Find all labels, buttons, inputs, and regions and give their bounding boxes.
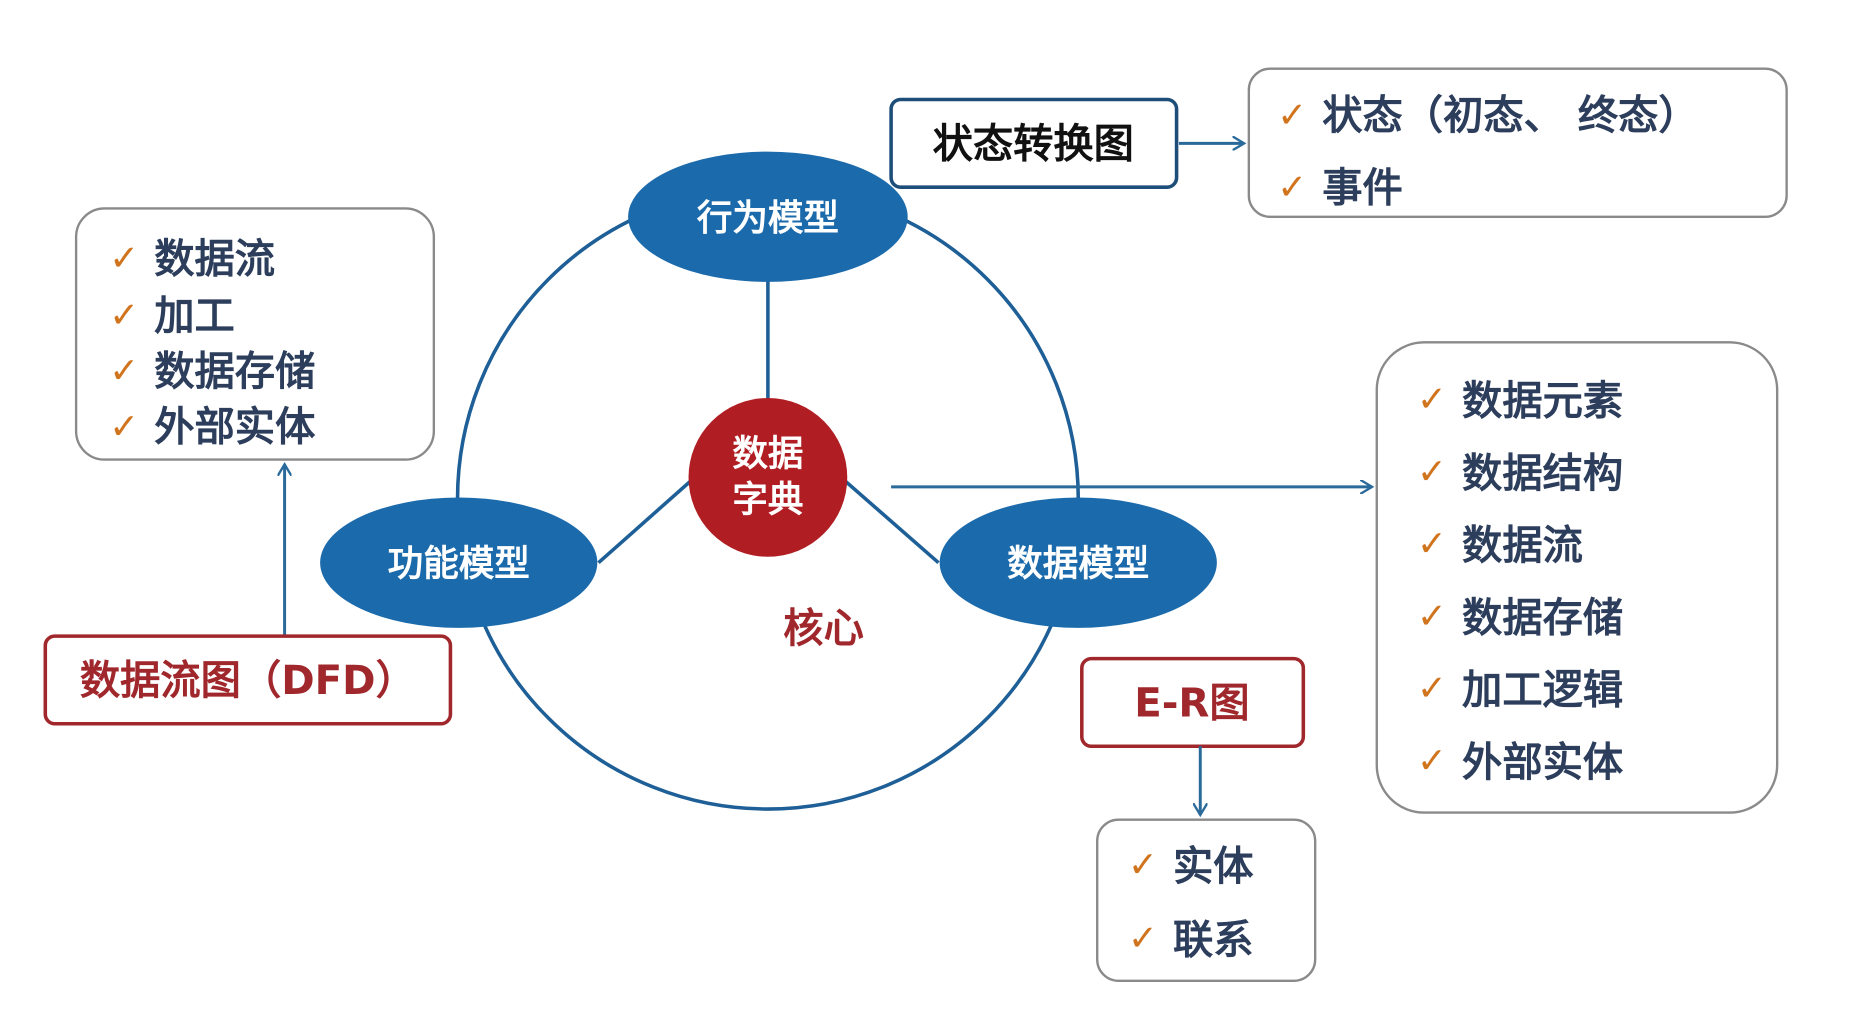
dictionary-item: 数据流 — [1462, 523, 1583, 569]
check-icon: ✓ — [1417, 668, 1447, 709]
er-items-box — [1096, 818, 1317, 983]
dfd-item: 外部实体 — [154, 405, 316, 451]
check-icon: ✓ — [1277, 167, 1307, 208]
check-icon: ✓ — [1417, 451, 1447, 492]
dictionary-items-list: ✓ 数据元素 ✓ 数据结构 ✓ 数据流 ✓ 数据存储 ✓ 加工逻辑 ✓ 外部实体 — [1417, 379, 1624, 786]
connector-data — [842, 478, 940, 565]
check-icon: ✓ — [109, 406, 139, 447]
er-title: E-R图 — [1134, 681, 1249, 727]
state-diagram-box[interactable] — [889, 97, 1179, 189]
dfd-items-box — [74, 207, 436, 461]
check-icon: ✓ — [1417, 740, 1447, 781]
check-icon: ✓ — [109, 238, 139, 279]
dfd-item: 数据流 — [154, 236, 275, 282]
dictionary-item: 数据结构 — [1462, 451, 1623, 497]
er-item: 实体 — [1173, 844, 1254, 890]
behavior-model-node[interactable]: 行为模型 — [628, 151, 908, 282]
check-icon: ✓ — [1417, 596, 1447, 637]
check-icon: ✓ — [1417, 379, 1447, 420]
er-box[interactable] — [1080, 656, 1306, 749]
function-model-node[interactable]: 功能模型 — [320, 497, 598, 628]
connector-function — [597, 478, 694, 565]
dfd-item: 数据存储 — [154, 349, 315, 395]
state-items-box — [1247, 67, 1788, 218]
dfd-title: 数据流图（DFD） — [80, 658, 416, 704]
check-icon: ✓ — [109, 295, 139, 336]
data-dictionary-label-1: 数据 — [732, 434, 803, 475]
check-icon: ✓ — [1277, 95, 1307, 136]
behavior-model-label: 行为模型 — [697, 198, 839, 239]
dfd-item: 加工 — [154, 293, 235, 339]
data-dictionary-label-2: 字典 — [732, 480, 803, 521]
check-icon: ✓ — [1417, 524, 1447, 565]
state-item: 事件 — [1322, 165, 1403, 211]
state-diagram-title: 状态转换图 — [933, 122, 1134, 168]
data-model-label: 数据模型 — [1007, 544, 1149, 585]
dictionary-item: 外部实体 — [1462, 740, 1624, 786]
dictionary-item: 数据元素 — [1462, 379, 1623, 425]
dictionary-item: 加工逻辑 — [1462, 668, 1623, 714]
data-model-node[interactable]: 数据模型 — [939, 497, 1217, 628]
check-icon: ✓ — [1128, 845, 1158, 886]
function-model-label: 功能模型 — [388, 544, 530, 585]
state-item: 状态（初态、 终态） — [1322, 93, 1698, 139]
dfd-items-list: ✓ 数据流 ✓ 加工 ✓ 数据存储 ✓ 外部实体 — [109, 236, 316, 450]
core-label: 核心 — [783, 606, 864, 652]
dictionary-item: 数据存储 — [1462, 595, 1623, 641]
data-dictionary-node[interactable]: 数据 字典 — [688, 398, 848, 557]
dfd-box[interactable] — [43, 634, 453, 726]
er-item: 联系 — [1173, 918, 1254, 964]
check-icon: ✓ — [109, 351, 139, 392]
dictionary-items-box — [1375, 341, 1779, 814]
check-icon: ✓ — [1128, 918, 1158, 959]
